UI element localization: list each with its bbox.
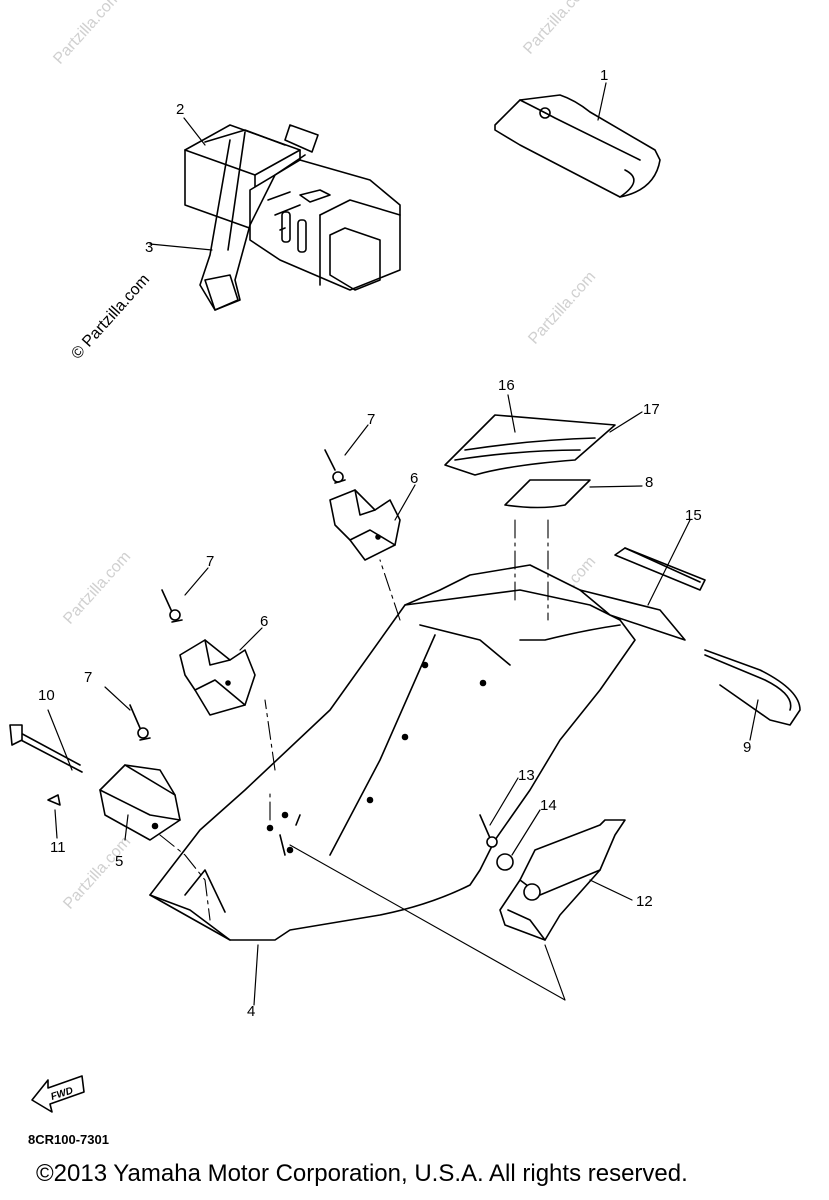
part-1-tool-pouch: [494, 94, 661, 198]
faint-watermark-text: Partzilla.com: [520, 0, 594, 58]
callout-labels: 1 2 4 3 5 6 6 7 7 7 8 9 10 11 12 13 14 1…: [38, 67, 751, 1020]
callout-15: 15: [685, 507, 702, 524]
part-15-strip: [579, 547, 706, 641]
callout-9: 9: [743, 739, 751, 756]
callout-8: 8: [645, 474, 653, 491]
part-13-bolt: [479, 814, 498, 848]
callout-2: 2: [176, 101, 184, 118]
leader-lines: [47, 82, 759, 1006]
part-9-rod: [704, 649, 801, 726]
faint-watermark-text: Partzilla.com: [525, 268, 599, 347]
copyright-notice: ©2013 Yamaha Motor Corporation, U.S.A. A…: [36, 1160, 688, 1187]
part-6-clamp-lower: [179, 639, 256, 716]
partzilla-watermark: © Partzilla.com: [68, 271, 153, 362]
callout-7-lower: 7: [84, 669, 92, 686]
callout-7-middle: 7: [206, 553, 214, 570]
part-7-bolt-middle: [161, 589, 183, 623]
faint-watermark-text: Partzilla.com: [60, 833, 134, 912]
drawing-code: 8CR100-7301: [28, 1132, 109, 1147]
callout-14: 14: [540, 797, 557, 814]
part-4-rear-fender: [149, 559, 636, 1001]
part-10-pin: [9, 724, 83, 773]
callout-13: 13: [518, 767, 535, 784]
part-7-bolt-upper: [324, 449, 346, 484]
part-11-cotter-pin: [47, 794, 61, 806]
part-14-nut: [496, 853, 514, 871]
callout-16: 16: [498, 377, 515, 394]
part-7-bolt-lower: [129, 704, 151, 741]
callout-6-lower: 6: [260, 613, 268, 630]
part-3-battery-band: [199, 124, 319, 311]
callout-12: 12: [636, 893, 653, 910]
callout-7-upper: 7: [367, 411, 375, 428]
part-12-bracket: [499, 819, 626, 941]
part-16-17-decal: [444, 414, 616, 476]
fwd-arrow-icon: FWD: [31, 1075, 85, 1113]
callout-5: 5: [115, 853, 123, 870]
callout-1: 1: [600, 67, 608, 84]
part-8-decal: [504, 479, 591, 621]
faint-watermark-text: Partzilla.com: [60, 548, 134, 627]
part-5-hinge-bracket: [99, 764, 211, 921]
callout-4: 4: [247, 1003, 255, 1020]
callout-10: 10: [38, 687, 55, 704]
callout-17: 17: [643, 401, 660, 418]
callout-11: 11: [50, 839, 66, 856]
part-2-battery-box: [184, 124, 401, 291]
callout-3: 3: [145, 239, 153, 256]
faint-watermark-text: Partzilla.com: [50, 0, 124, 68]
callout-6-upper: 6: [410, 470, 418, 487]
part-6-clamp-upper: [329, 489, 401, 561]
